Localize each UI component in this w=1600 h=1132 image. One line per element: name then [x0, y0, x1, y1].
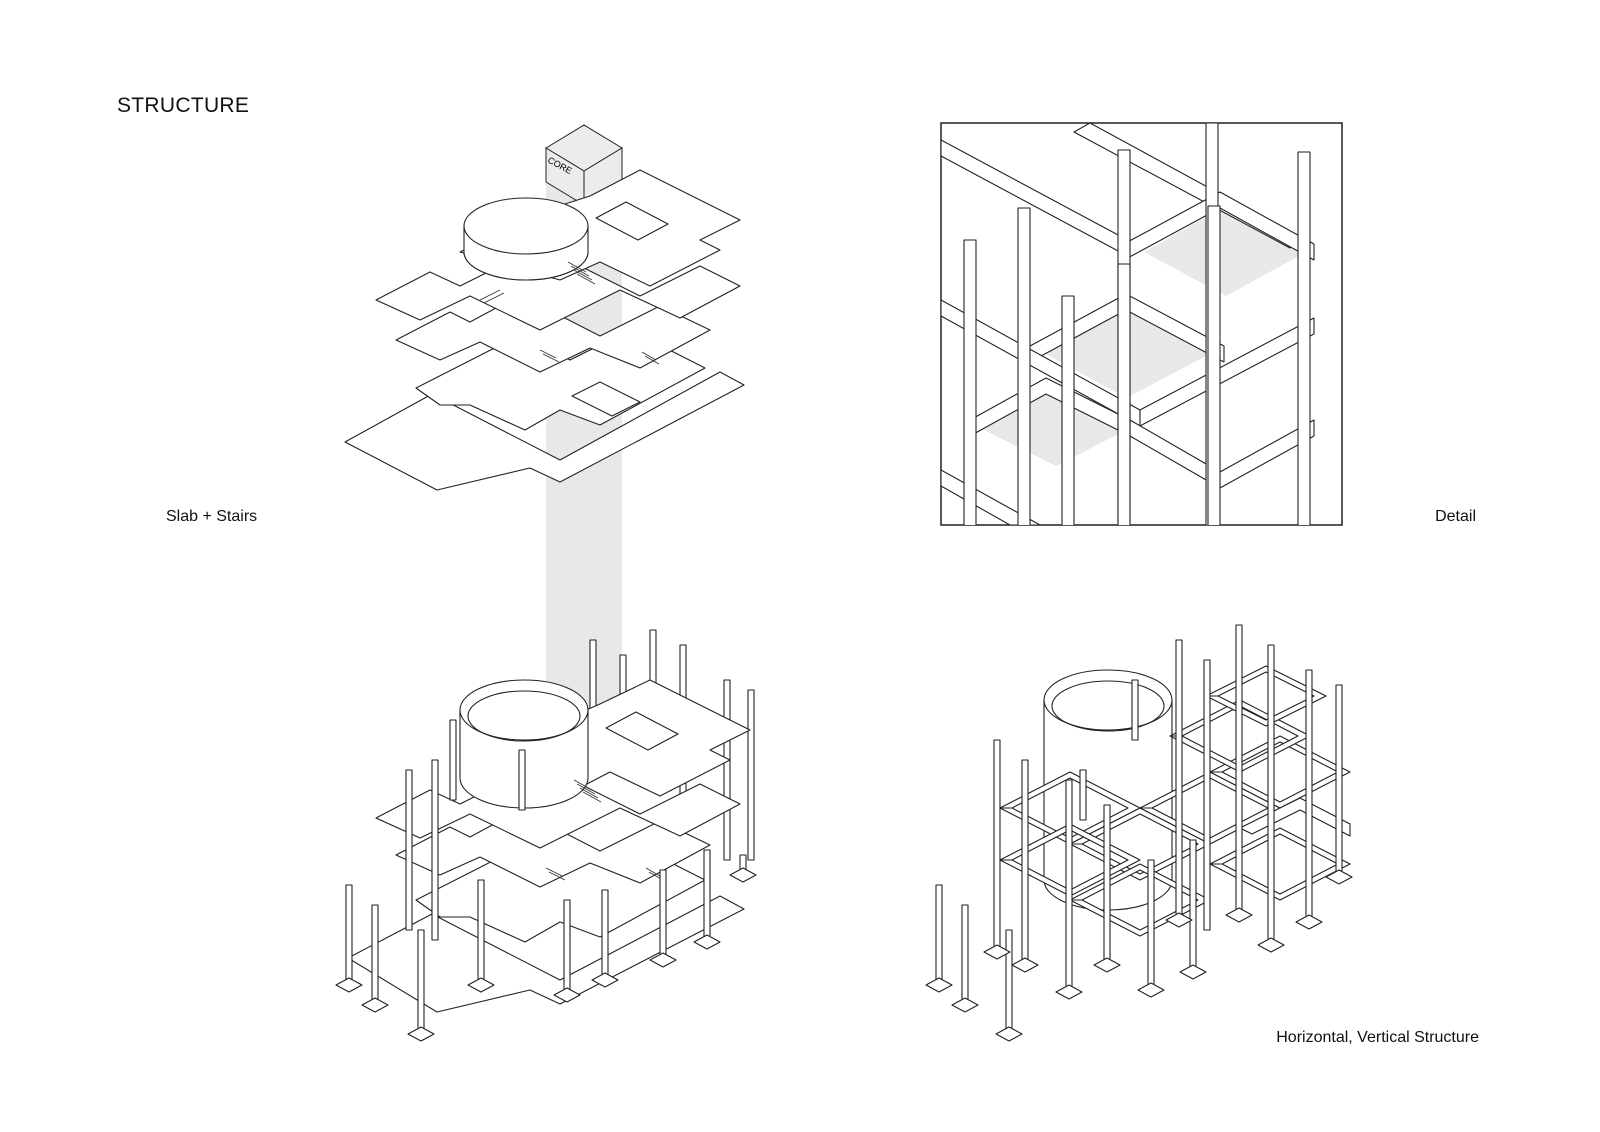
page-title: STRUCTURE: [117, 94, 250, 117]
detail-label: Detail: [1435, 508, 1476, 525]
slab-stairs-drawing: [344, 169, 745, 491]
slab-stairs-label: Slab + Stairs: [166, 508, 258, 525]
detail-frame: [940, 122, 1343, 526]
structure-label: Horizontal, Vertical Structure: [1276, 1029, 1479, 1046]
structure-frame-drawing: [925, 624, 1353, 1042]
slab-columns-drawing: [335, 629, 757, 1042]
